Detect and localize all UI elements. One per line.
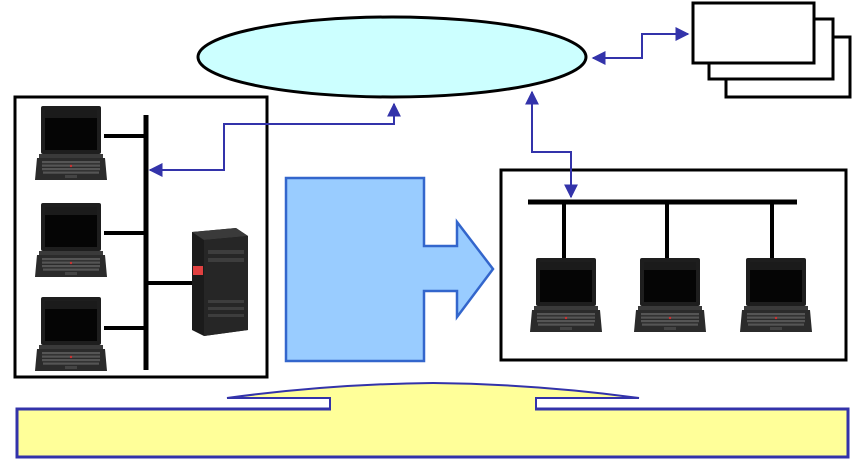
migration-arrow: [284, 176, 495, 363]
callout-box: [15, 407, 850, 459]
connector-cloud-to-documents: [591, 27, 690, 65]
callout-pointer: [226, 381, 640, 411]
connectors: [148, 27, 690, 199]
document-front: [691, 1, 816, 65]
laptop-right-1: [530, 258, 602, 332]
server-brand-led: [193, 266, 203, 275]
connector-left-lan-to-cloud: [148, 102, 401, 177]
left-site: [13, 95, 269, 379]
server-tower: [192, 228, 248, 336]
laptop-right-3: [740, 258, 812, 332]
laptop-left-2: [35, 203, 107, 277]
right-site: [499, 168, 848, 362]
document-stack: [691, 1, 852, 99]
bottom-callout: [15, 381, 850, 459]
laptop-left-3: [35, 297, 107, 371]
laptop-right-2: [634, 258, 706, 332]
network-cloud: [196, 15, 588, 99]
laptop-left-1: [35, 106, 107, 180]
connector-cloud-to-right-lan: [525, 90, 578, 199]
